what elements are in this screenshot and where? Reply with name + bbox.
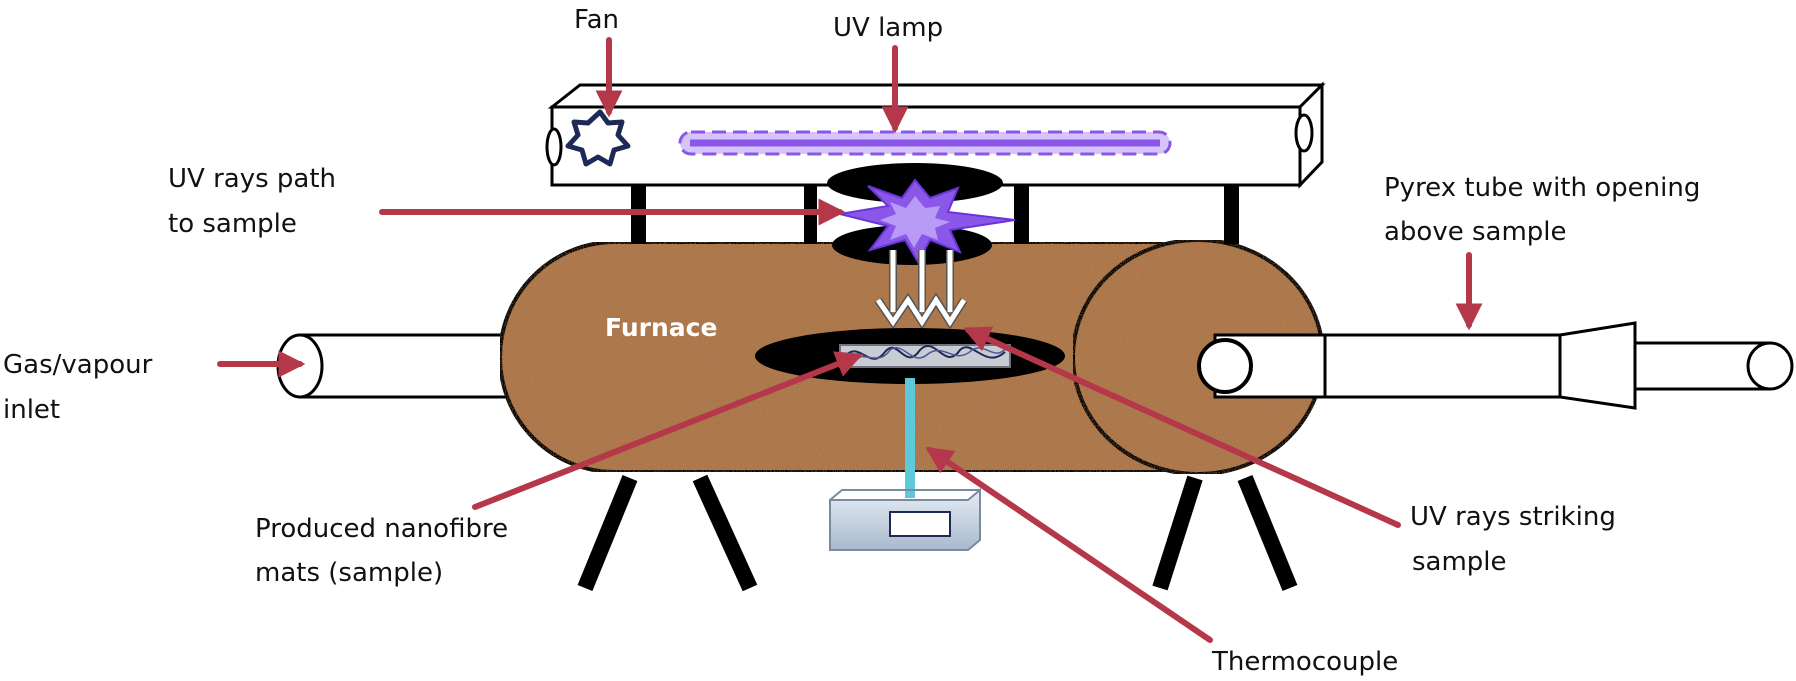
thermocouple-arrow — [925, 446, 1213, 643]
thermocouple — [829, 378, 981, 551]
uv-striking-arrow — [963, 326, 1401, 528]
gas-inlet-tube — [276, 333, 532, 399]
label-nanofibre-2: mats (sample) — [255, 558, 443, 588]
nanofibre-arrow — [472, 351, 864, 510]
label-fan: Fan — [574, 5, 619, 35]
labels: Fan UV lamp UV rays path to sample Pyrex… — [3, 5, 1700, 677]
tube-opening — [1197, 338, 1253, 394]
fan-icon — [565, 109, 631, 167]
label-pyrex-tube-2: above sample — [1384, 217, 1567, 247]
label-thermocouple: Thermocouple — [1211, 647, 1398, 677]
leg-front-right — [1152, 475, 1203, 591]
pyrex-tube — [1318, 321, 1794, 410]
label-uv-striking-1: UV rays striking — [1410, 502, 1616, 532]
leg-back-right — [1237, 474, 1298, 592]
label-gas-inlet-1: Gas/vapour — [3, 350, 153, 380]
uv-rays-path — [827, 163, 1016, 330]
leg-back-left — [692, 474, 758, 592]
label-gas-inlet-2: inlet — [3, 395, 60, 425]
label-pyrex-tube-1: Pyrex tube with opening — [1384, 173, 1700, 203]
label-uv-rays-path-1: UV rays path — [168, 164, 336, 194]
label-uv-rays-path-2: to sample — [168, 209, 297, 239]
callout-arrows — [217, 37, 1483, 643]
thermocouple-readout — [889, 511, 951, 537]
label-furnace: Furnace — [605, 313, 717, 342]
label-uv-striking-2: sample — [1412, 547, 1507, 577]
label-nanofibre-1: Produced nanofibre — [255, 514, 508, 544]
leg-front-left — [577, 474, 638, 592]
furnace-legs — [577, 474, 1298, 592]
label-uv-lamp: UV lamp — [833, 13, 943, 43]
